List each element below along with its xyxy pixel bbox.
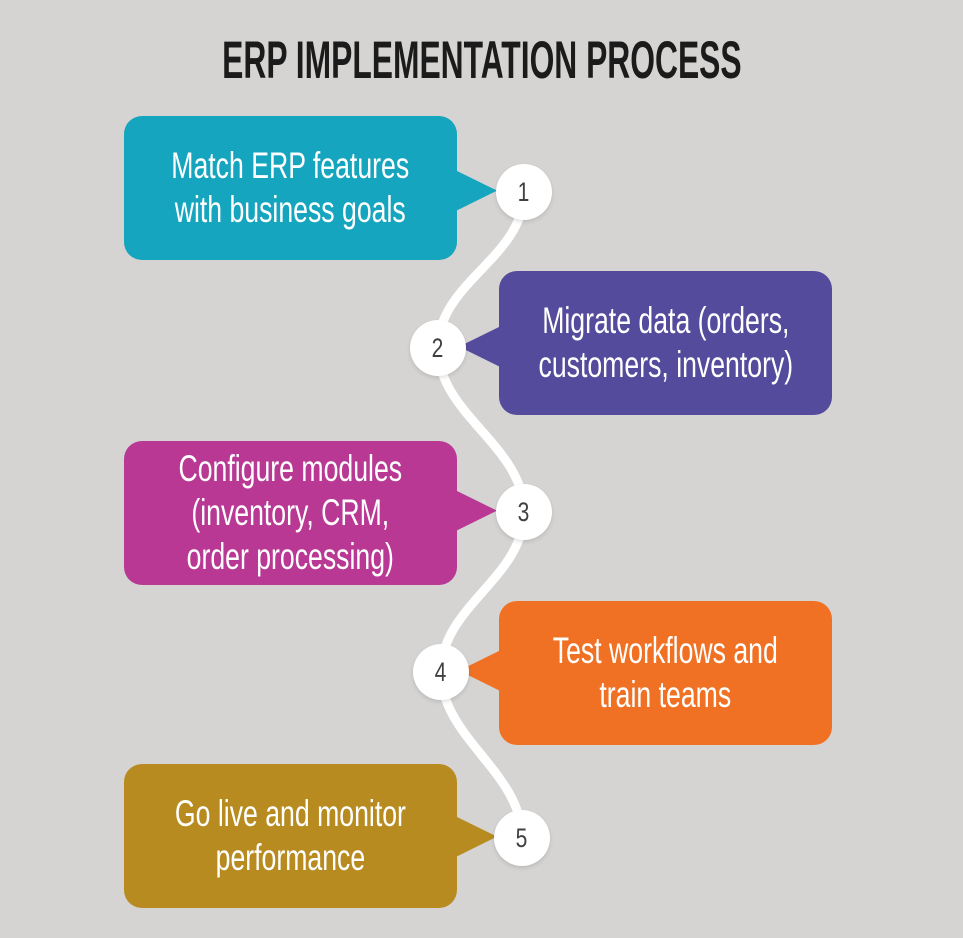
step-5-line-2: performance bbox=[215, 837, 366, 878]
step-2-box: Migrate data (orders, customers, invento… bbox=[499, 271, 832, 415]
page-title: ERP IMPLEMENTATION PROCESS bbox=[0, 34, 963, 87]
step-2-line-1: Migrate data (orders, bbox=[541, 300, 790, 341]
step-3-line-3: order processing) bbox=[186, 536, 395, 577]
step-4-number-circle: 4 bbox=[413, 644, 469, 700]
step-1-line-2: with business goals bbox=[174, 189, 406, 230]
step-3-line-2: (inventory, CRM, bbox=[191, 492, 390, 533]
step-1-label: Match ERP features with business goals bbox=[172, 144, 410, 232]
step-2-number: 2 bbox=[432, 332, 444, 363]
step-4-line-1: Test workflows and bbox=[552, 630, 779, 671]
step-1-line-1: Match ERP features bbox=[171, 145, 410, 186]
step-1-number: 1 bbox=[518, 176, 530, 207]
step-3-label: Configure modules (inventory, CRM, order… bbox=[179, 447, 403, 579]
step-3-line-1: Configure modules bbox=[178, 448, 403, 489]
step-2-label: Migrate data (orders, customers, invento… bbox=[538, 299, 793, 387]
step-5-box: Go live and monitor performance bbox=[124, 764, 457, 908]
step-1-number-circle: 1 bbox=[496, 164, 552, 220]
step-5-number-circle: 5 bbox=[494, 810, 550, 866]
step-4-number: 4 bbox=[435, 656, 447, 687]
step-4-line-2: train teams bbox=[599, 674, 732, 715]
step-3-box: Configure modules (inventory, CRM, order… bbox=[124, 441, 457, 585]
page-title-text: ERP IMPLEMENTATION PROCESS bbox=[221, 31, 742, 90]
step-5-number: 5 bbox=[516, 822, 528, 853]
step-1-box: Match ERP features with business goals bbox=[124, 116, 457, 260]
step-5-line-1: Go live and monitor bbox=[174, 793, 406, 834]
step-4-label: Test workflows and train teams bbox=[553, 629, 778, 717]
step-2-number-circle: 2 bbox=[410, 320, 466, 376]
step-4-box: Test workflows and train teams bbox=[499, 601, 832, 745]
step-3-number-circle: 3 bbox=[496, 484, 552, 540]
step-3-number: 3 bbox=[518, 496, 530, 527]
step-2-line-2: customers, inventory) bbox=[538, 344, 793, 385]
step-5-label: Go live and monitor performance bbox=[175, 792, 406, 880]
